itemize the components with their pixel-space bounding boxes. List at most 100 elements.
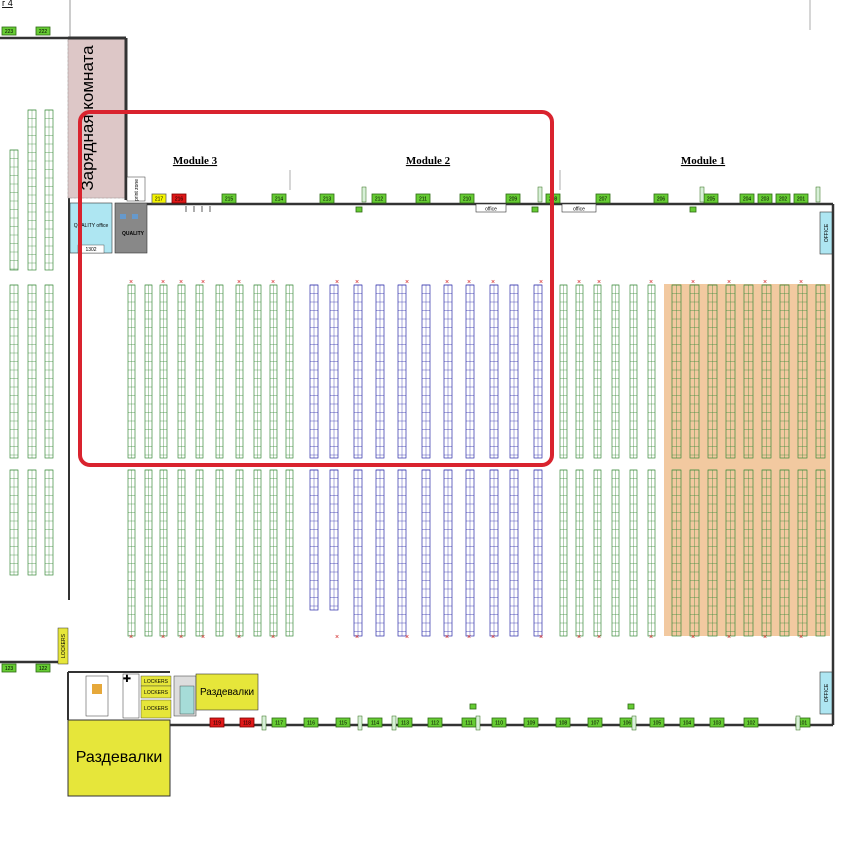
rack-column [177,469,186,637]
dock-gate[interactable] [649,717,665,728]
dock-gate-label: 110 [495,721,503,727]
dock-gate[interactable] [335,717,351,728]
dock-gate[interactable] [595,193,611,204]
dock-gate-label: 203 [761,197,770,203]
rack-marker: × [161,279,165,286]
office-right-top-label: OFFICE [824,223,830,242]
rack-marker: × [577,634,581,641]
svg-text:223: 223 [5,29,14,35]
dock-gate[interactable] [271,193,287,204]
bottom-left-rooms: ✚ LOCKERS LOCKERS LOCKERS Раздевалки Раз… [67,671,259,797]
dock-gate[interactable] [367,717,383,728]
rack-marker: × [405,279,409,286]
left-rack-area [9,109,54,576]
dock-gate[interactable] [239,717,255,728]
module-2-title: Module 2 [406,155,451,167]
dock-gate[interactable] [709,717,725,728]
dock-gate-label: 105 [653,721,662,727]
rack-column [647,469,656,637]
quality-office: QUALITY office 1302 QUALITY print zone [69,176,148,254]
dock-gate[interactable] [653,193,669,204]
dock-gate[interactable] [505,193,521,204]
rack-marker: × [445,634,449,641]
print-zone-label: print zone [134,179,140,201]
rack-marker: × [491,634,495,641]
dock-gate[interactable] [209,717,225,728]
dock-gate-label: 217 [155,197,164,203]
rack-marker: × [799,634,803,641]
dock-gate[interactable] [303,717,319,728]
dock-gate[interactable] [35,663,51,673]
rack-column [195,284,204,459]
dock-gate[interactable] [1,26,17,36]
rack-marker: × [201,279,205,286]
rack-marker: × [597,279,601,286]
rack-column [127,284,136,459]
rack-rows: ×××××××××××××××××××××××××××××××××××××××× [127,279,826,641]
rack-marker: × [129,634,133,641]
rack-column [215,284,224,459]
dock-gate-label: 206 [657,197,666,203]
dock-gate-label: 104 [683,721,692,727]
svg-text:222: 222 [39,29,48,35]
rack-marker: × [335,634,339,641]
rack-column [144,284,153,459]
rack-marker: × [271,634,275,641]
dock-gate-label: 204 [743,197,752,203]
dock-gate-label: 106 [623,721,632,727]
corner-text: г 4 [2,0,13,8]
dock-gate[interactable] [459,193,475,204]
rack-marker: × [355,279,359,286]
rack-marker: × [179,279,183,286]
dock-gate-label: 211 [419,197,427,203]
dock-gate[interactable] [35,26,51,36]
dock-gate[interactable] [171,193,187,204]
dock-gate[interactable] [427,717,443,728]
rack-marker: × [355,634,359,641]
dock-gate[interactable] [523,717,539,728]
rack-column [397,469,407,637]
changing-room-small-label: Раздевалки [200,687,254,698]
rack-column [353,284,363,459]
rack-marker: × [539,279,543,286]
dock-gate[interactable] [1,663,17,673]
dock-gate[interactable] [775,193,791,204]
dock-gate[interactable] [757,193,773,204]
rack-marker: × [577,279,581,286]
rack-column [309,469,319,611]
dock-gate[interactable] [221,193,237,204]
lockers-side [57,627,69,665]
dock-gate[interactable] [415,193,431,204]
rack-column [559,284,568,459]
rack-column [253,284,262,459]
dock-gate[interactable] [793,193,809,204]
rack-marker: × [237,634,241,641]
rack-column [375,284,385,459]
rack-column [533,284,543,459]
dock-gate[interactable] [371,193,387,204]
dock-gate-label: 213 [323,197,332,203]
highlight-selection [78,110,554,467]
dock-gate[interactable] [679,717,695,728]
dock-gate-label: 119 [213,721,221,727]
dock-gate[interactable] [271,717,287,728]
dock-gate[interactable] [397,717,413,728]
rack-column [159,284,168,459]
dock-gate[interactable] [555,717,571,728]
quality-office-label: QUALITY office [74,223,109,229]
rack-marker: × [799,279,803,286]
dock-gate[interactable] [151,193,167,204]
dock-gate[interactable] [491,717,507,728]
dock-gate[interactable] [739,193,755,204]
dock-gate[interactable] [587,717,603,728]
dock-gate-label: 216 [175,197,184,203]
rack-column [743,469,754,637]
rack-marker: × [727,634,731,641]
dock-gate[interactable] [743,717,759,728]
rack-column [647,284,656,459]
rack-marker: × [649,279,653,286]
rack-column [329,469,339,611]
rack-column [235,284,244,459]
rack-column [509,469,519,637]
dock-gate[interactable] [319,193,335,204]
